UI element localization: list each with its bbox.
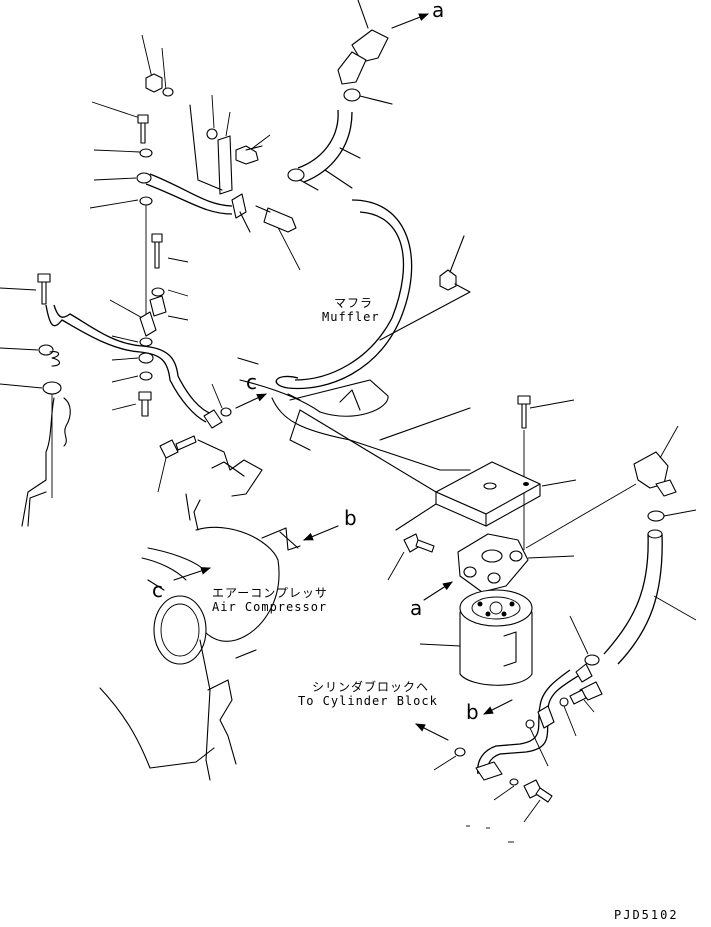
bolt-left-3 xyxy=(138,391,152,417)
lower-left-tube xyxy=(45,304,223,429)
label-muffler-en: Muffler xyxy=(322,310,380,324)
arrow-a-top xyxy=(391,13,429,29)
washer-top-left xyxy=(162,87,174,97)
clip-bracket-left xyxy=(139,295,167,337)
filter-head xyxy=(457,483,637,593)
ref-letter-c-compressor: c xyxy=(152,578,163,602)
hose-clamp-right xyxy=(647,509,697,522)
bolt-filter-left xyxy=(387,533,435,581)
top-elbow-fitting xyxy=(337,0,389,85)
nut-right xyxy=(379,235,471,341)
engine-block-outline xyxy=(21,379,471,781)
washer-left-3 xyxy=(151,287,165,297)
cylinder-block-tube xyxy=(475,669,579,781)
washer-lower-center xyxy=(433,747,466,771)
nut-top-left xyxy=(145,73,163,93)
washer-mid-left xyxy=(211,383,232,417)
upper-tube xyxy=(145,173,251,233)
washer-left-1 xyxy=(139,148,153,158)
bolt-upper-right xyxy=(255,205,297,233)
label-compressor-en: Air Compressor xyxy=(212,600,328,614)
bolt-lower-right xyxy=(559,681,603,737)
arrow-c-left xyxy=(235,393,267,409)
ref-letter-a-filter: a xyxy=(410,596,423,620)
banjo-fitting-left xyxy=(136,172,152,184)
ref-letter-a-top: a xyxy=(432,0,445,22)
dash-marks-bottom xyxy=(466,825,514,843)
clamp-lower-right xyxy=(569,615,600,683)
bolt-right-upper xyxy=(517,395,575,550)
label-muffler-jp: マフラ xyxy=(334,296,374,310)
ref-letter-c-left: c xyxy=(246,370,257,394)
muffler-line xyxy=(237,199,413,401)
arrow-b-compressor xyxy=(261,525,339,551)
label-compressor-jp: エアーコンプレッサ xyxy=(212,586,328,600)
drawing-code: PJD5102 xyxy=(614,908,679,922)
washer-left-4 xyxy=(139,337,153,347)
fuel-filter-cartridge xyxy=(419,589,533,686)
ref-letter-b-compressor: b xyxy=(344,506,357,530)
coil-fitting-left xyxy=(38,344,62,498)
ref-letter-b-cylinder: b xyxy=(466,700,479,724)
muffler-hose xyxy=(287,109,361,191)
arrow-to-cylinder-block xyxy=(415,723,449,741)
bolt-bottom-center xyxy=(493,778,553,823)
label-cylinder-en: To Cylinder Block xyxy=(298,694,438,708)
bolt-left-1 xyxy=(137,114,149,144)
bolt-far-left xyxy=(37,273,51,305)
filter-bracket xyxy=(299,409,577,531)
bolt-left-2 xyxy=(151,233,163,269)
bracket-plate-upper xyxy=(189,104,263,195)
washer-left-5 xyxy=(139,371,153,381)
label-cylinder-jp: シリンダブロックヘ xyxy=(312,680,430,694)
arrow-a-filter xyxy=(423,581,453,601)
arrow-c-compressor xyxy=(173,567,211,581)
hose-clamp-top xyxy=(343,88,393,105)
filter-hose-right xyxy=(603,529,697,665)
washer-left-2 xyxy=(139,196,153,320)
arrow-b-cylinder xyxy=(483,699,513,715)
bolt-lower-left xyxy=(157,435,197,493)
elbow-fitting-right xyxy=(633,425,679,497)
